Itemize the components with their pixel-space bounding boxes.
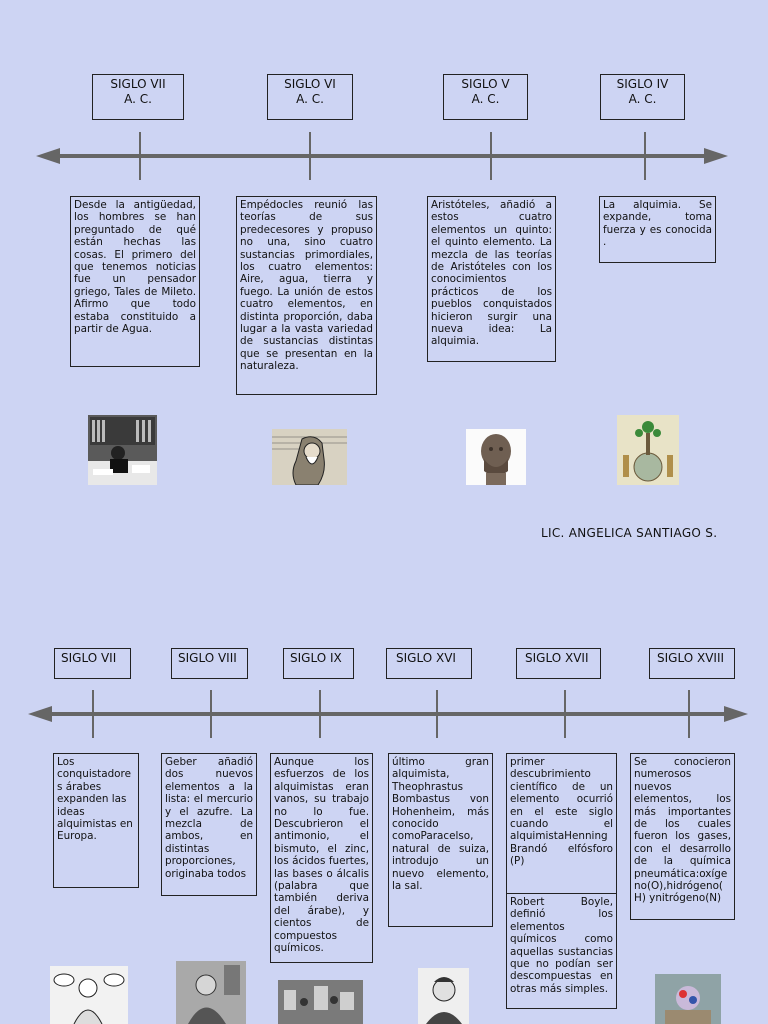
bottom-axis-line bbox=[50, 712, 728, 716]
bottom-period-label-2: SIGLO VIII bbox=[171, 648, 248, 679]
top-period-label-3: SIGLO V A. C. bbox=[443, 74, 528, 120]
arab-alchemist-drawing-image bbox=[50, 966, 128, 1024]
bottom-tick-5 bbox=[564, 690, 566, 738]
top-period-text-4: La alquimia. Se expande, toma fuerza y e… bbox=[599, 196, 716, 263]
bottom-tick-6 bbox=[688, 690, 690, 738]
top-period-text-2: Empédocles reunió las teorías de sus pre… bbox=[236, 196, 377, 395]
top-axis-line bbox=[58, 154, 708, 158]
geber-portrait-image bbox=[176, 961, 246, 1024]
bottom-period-text-5a: primer descubrimiento científico de un e… bbox=[506, 753, 617, 894]
paracelsus-portrait-image bbox=[418, 968, 469, 1024]
bottom-tick-2 bbox=[210, 690, 212, 738]
bottom-period-text-3: Aunque los esfuerzos de los alquimistas … bbox=[270, 753, 373, 963]
bottom-arrow-left bbox=[28, 706, 52, 722]
chemistry-painting-image bbox=[655, 974, 721, 1024]
author-credit: LIC. ANGELICA SANTIAGO S. bbox=[541, 526, 718, 540]
bottom-arrow-right bbox=[724, 706, 748, 722]
bottom-period-text-6: Se conocieron numerosos nuevos elementos… bbox=[630, 753, 735, 920]
top-period-label-4: SIGLO IV A. C. bbox=[600, 74, 685, 120]
top-tick-2 bbox=[309, 132, 311, 180]
top-period-text-3: Aristóteles, añadió a estos cuatro eleme… bbox=[427, 196, 556, 362]
bottom-period-text-1: Los conquistadore s árabes expanden las … bbox=[53, 753, 139, 888]
alchemy-lab-engraving-image bbox=[278, 980, 363, 1024]
top-period-label-2: SIGLO VI A. C. bbox=[267, 74, 353, 120]
top-tick-1 bbox=[139, 132, 141, 180]
small-dark-image bbox=[541, 1019, 593, 1024]
bottom-tick-4 bbox=[436, 690, 438, 738]
top-tick-3 bbox=[490, 132, 492, 180]
bottom-period-label-6: SIGLO XVIII bbox=[649, 648, 735, 679]
bottom-period-label-1: SIGLO VII bbox=[54, 648, 131, 679]
top-arrow-left bbox=[36, 148, 60, 164]
bottom-tick-1 bbox=[92, 690, 94, 738]
top-arrow-right bbox=[704, 148, 728, 164]
bottom-period-label-4: SIGLO XVI bbox=[386, 648, 472, 679]
bottom-period-text-5b: Robert Boyle, definió los elementos quím… bbox=[506, 893, 617, 1009]
bottom-period-text-4: último gran alquimista, Theophrastus Bom… bbox=[388, 753, 493, 927]
bottom-period-text-2: Geber añadió dos nuevos elementos a la l… bbox=[161, 753, 257, 896]
aristotle-bust-image bbox=[466, 429, 526, 485]
top-period-label-1: SIGLO VII A. C. bbox=[92, 74, 184, 120]
top-tick-4 bbox=[644, 132, 646, 180]
alchemy-flask-image bbox=[617, 415, 679, 485]
top-period-text-1: Desde la antigüedad, los hombres se han … bbox=[70, 196, 200, 367]
bottom-period-label-3: SIGLO IX bbox=[283, 648, 354, 679]
bottom-period-label-5: SIGLO XVII bbox=[516, 648, 601, 679]
empedocles-engraving-image bbox=[272, 429, 347, 485]
bottom-tick-3 bbox=[319, 690, 321, 738]
library-photo-image bbox=[88, 415, 157, 485]
